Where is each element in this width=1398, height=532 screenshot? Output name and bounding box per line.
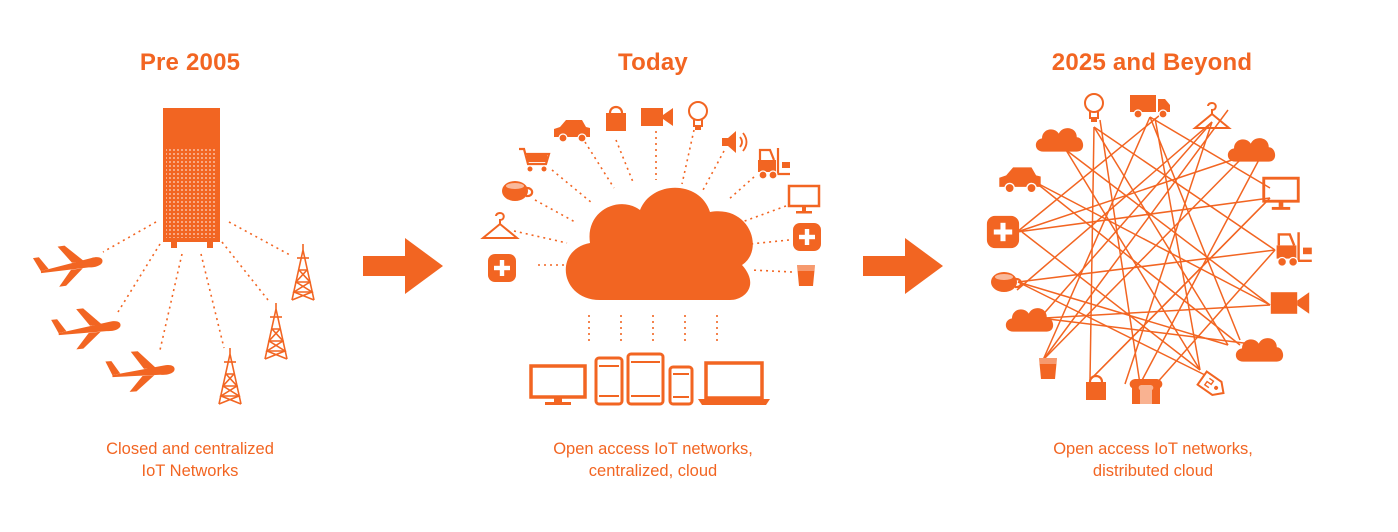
car-icon — [553, 119, 591, 143]
panel-2025-and-beyond — [986, 93, 1314, 404]
radio-tower-icon — [218, 347, 242, 405]
forklift-icon — [756, 146, 792, 181]
panel-title-today: Today — [618, 49, 688, 76]
panel-caption-today: Open access IoT networks, centralized, c… — [493, 438, 813, 482]
panel-title-2025-and-beyond: 2025 and Beyond — [1051, 49, 1253, 76]
cloud-icon — [1227, 138, 1276, 162]
speaker-icon — [721, 130, 748, 154]
video-camera-icon — [1270, 292, 1310, 314]
connection-lines — [102, 221, 291, 351]
bread-icon — [1129, 379, 1163, 404]
caption-line: Open access IoT networks, — [1053, 440, 1253, 458]
price-tag-icon — [1196, 370, 1230, 401]
light-bulb-icon — [688, 101, 708, 131]
clothes-hanger-icon — [482, 212, 518, 239]
monitor-icon — [1262, 176, 1300, 212]
panel-caption-2025-and-beyond: Open access IoT networks, distributed cl… — [993, 438, 1313, 482]
cup-icon — [1039, 358, 1057, 379]
medical-plus-icon — [986, 215, 1020, 249]
shopping-bag-icon — [604, 105, 628, 133]
mesh-connection-lines — [1016, 109, 1276, 386]
panel-today — [482, 101, 821, 406]
shopping-cart-icon — [517, 147, 551, 173]
right-arrow-icon — [863, 238, 943, 294]
cloud-icon — [1035, 128, 1084, 152]
airplane-icon — [104, 348, 176, 394]
desktop-monitor-icon — [529, 364, 587, 405]
monitor-icon — [787, 184, 821, 215]
caption-line: distributed cloud — [1092, 462, 1214, 480]
tablet-icon — [626, 352, 665, 406]
cloud-icon — [565, 187, 753, 300]
shopping-bag-icon — [1084, 374, 1108, 402]
caption-line: IoT Networks — [141, 462, 239, 480]
panel-title-pre-2005: Pre 2005 — [139, 49, 241, 76]
cloud-icon — [1235, 338, 1284, 362]
radio-tower-icon — [291, 243, 315, 301]
panel-caption-pre-2005: Closed and centralized IoT Networks — [30, 438, 350, 482]
forklift-icon — [1275, 230, 1314, 268]
server-tower-icon — [163, 108, 220, 248]
radio-tower-icon — [264, 302, 288, 360]
airplane-icon — [31, 240, 106, 290]
car-icon — [998, 166, 1042, 194]
medical-plus-icon — [488, 254, 516, 282]
caption-line: centralized, cloud — [588, 462, 718, 480]
light-bulb-icon — [1084, 93, 1104, 123]
caption-line: Closed and centralized — [106, 440, 274, 458]
video-camera-icon — [641, 108, 673, 126]
connection-lines — [513, 129, 793, 345]
coffee-cup-icon — [500, 179, 534, 203]
laptop-icon — [698, 361, 770, 405]
coffee-cup-icon — [989, 270, 1023, 294]
medical-plus-icon — [793, 223, 821, 251]
caption-line: Open access IoT networks, — [553, 440, 753, 458]
truck-icon — [1129, 94, 1171, 119]
phone-icon — [668, 365, 694, 406]
phone-icon — [594, 356, 624, 406]
panel-pre-2005 — [31, 108, 315, 405]
airplane-icon — [50, 304, 123, 352]
right-arrow-icon — [363, 238, 443, 294]
cup-icon — [797, 265, 815, 286]
